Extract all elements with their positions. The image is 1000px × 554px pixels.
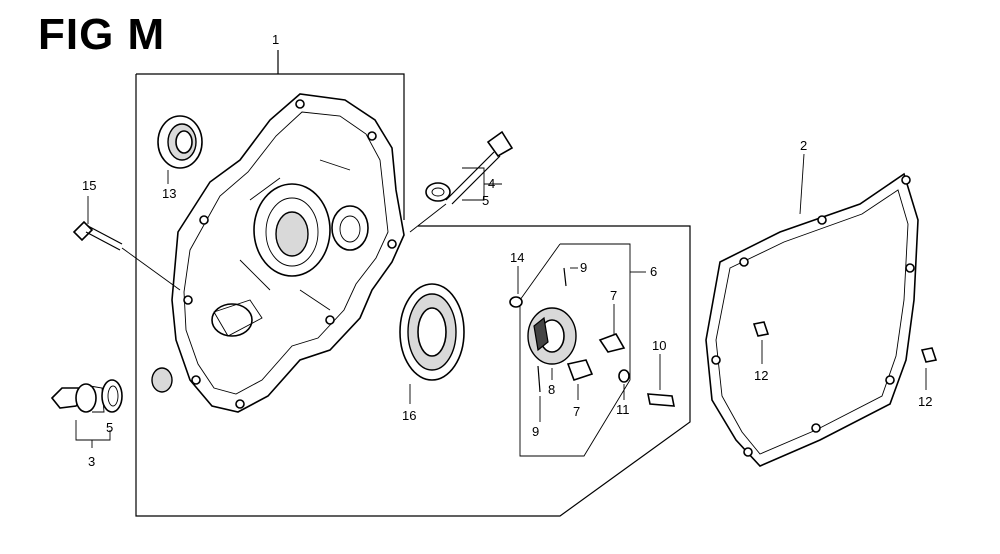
callout-16: 16 (402, 408, 416, 423)
assembly-boundary-1 (135, 50, 691, 517)
callout-10: 10 (652, 338, 666, 353)
dowel-pin-12-left (752, 321, 770, 364)
callout-14: 14 (510, 250, 524, 265)
governor-assembly-6 (509, 243, 646, 457)
callout-5-left: 5 (106, 420, 113, 435)
callout-7-top: 7 (610, 288, 617, 303)
flange-bolt-15 (72, 196, 181, 291)
oil-seal-13 (157, 115, 203, 184)
callout-9-top: 9 (580, 260, 587, 275)
callout-7-bottom: 7 (573, 404, 580, 419)
gasket-2 (705, 153, 919, 467)
callout-4: 4 (488, 176, 495, 191)
callout-8: 8 (548, 382, 555, 397)
crankcase-cover (151, 93, 405, 413)
dowel-pin-12-right (920, 347, 938, 390)
callout-11: 11 (616, 402, 630, 417)
callout-5-right: 5 (482, 193, 489, 208)
callout-12-left: 12 (754, 368, 768, 383)
washer-5-right (425, 182, 451, 202)
callout-13: 13 (162, 186, 176, 201)
callout-9-bottom: 9 (532, 424, 539, 439)
oil-filler-cap-3 (50, 383, 111, 448)
figure-title: FIG M (38, 10, 166, 59)
callout-15: 15 (82, 178, 96, 193)
callout-2: 2 (800, 138, 807, 153)
ball-bearing-16 (399, 283, 465, 404)
callout-6: 6 (650, 264, 657, 279)
callout-12-right: 12 (918, 394, 932, 409)
dowel-pin-10 (647, 354, 675, 407)
callout-3: 3 (88, 454, 95, 469)
washer-5-left (101, 379, 123, 413)
dipstick-4 (409, 130, 514, 233)
callout-1: 1 (272, 32, 279, 47)
